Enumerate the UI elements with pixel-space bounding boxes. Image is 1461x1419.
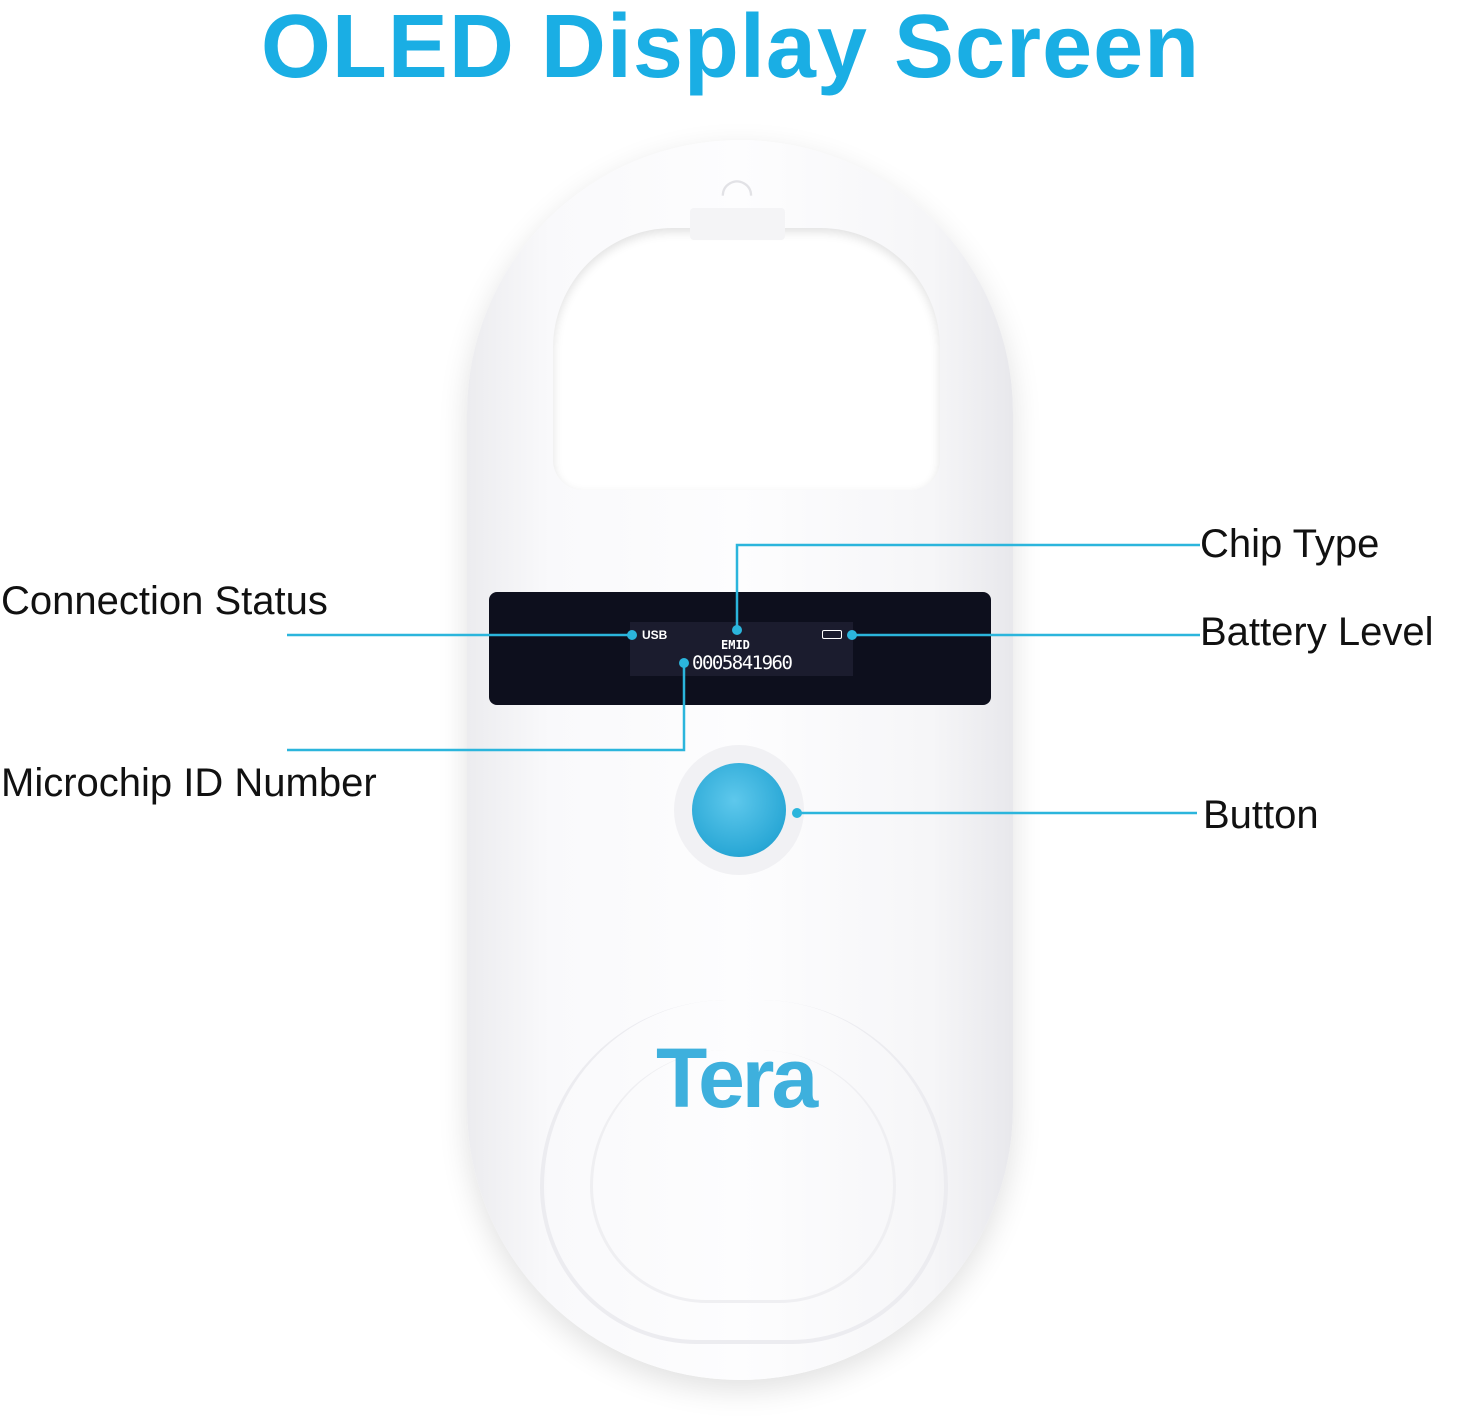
chip-type-line: [735, 543, 1200, 630]
page-title: OLED Display Screen: [260, 0, 1201, 97]
chip-type-value: EMID: [721, 638, 750, 652]
brand-logo: Tera: [656, 1031, 818, 1125]
antenna-tab: [690, 208, 785, 240]
label-battery-level: Battery Level: [1200, 610, 1434, 654]
button-dot: [792, 808, 802, 818]
body-ridge-inner: [590, 1050, 896, 1303]
body-ridge: [540, 1000, 948, 1344]
connection-dot: [627, 630, 637, 640]
microchip-dot: [679, 658, 689, 668]
usb-status: USB: [642, 628, 668, 642]
battery-icon: [822, 630, 842, 639]
microchip-id-value: 0005841960: [692, 652, 793, 674]
battery-dot: [847, 630, 857, 640]
chip-type-dot: [732, 625, 742, 635]
label-connection-status: Connection Status: [1, 579, 328, 623]
handle-opening: [553, 228, 940, 490]
microchip-line: [287, 663, 686, 752]
wireless-icon: ◠: [719, 171, 755, 215]
scan-button[interactable]: [692, 763, 786, 857]
label-microchip-id: Microchip ID Number: [1, 761, 377, 805]
label-chip-type: Chip Type: [1200, 522, 1380, 566]
label-button: Button: [1203, 793, 1319, 837]
